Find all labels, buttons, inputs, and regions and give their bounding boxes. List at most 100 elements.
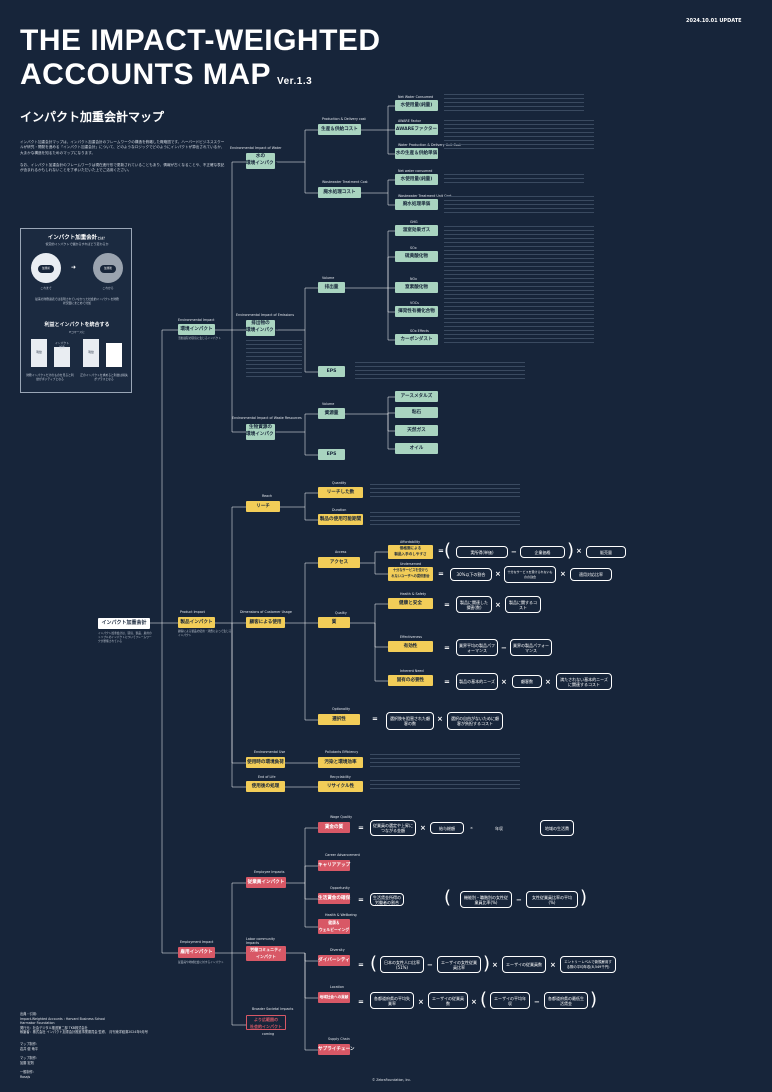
reach-duration-node[interactable]: 製品の使用可能期間 — [318, 514, 363, 525]
formula-box: 製品に関連した損害(数) — [456, 596, 492, 613]
oil-node[interactable]: オイル — [395, 443, 438, 454]
resource-volume-node[interactable]: 資源量 — [318, 408, 345, 419]
footer-design: マップ制作：加藤 宏則 — [20, 1056, 40, 1065]
wastewater-cost-node[interactable]: 廃水処理コスト — [318, 187, 361, 198]
nox-node[interactable]: 窒素酸化物 — [395, 282, 438, 293]
formula-box: 企業価格 — [520, 546, 565, 558]
wastewater-unit-cost-node[interactable]: 廃水処理単価 — [395, 199, 438, 210]
employment-impact-node[interactable]: 雇用インパクト — [178, 947, 215, 958]
formula-box: 従業員の選定や上昇につながる金額 — [370, 820, 416, 836]
natural-gas-node[interactable]: 天然ガス — [395, 425, 438, 436]
desc-block — [246, 340, 302, 380]
desc-block — [444, 94, 584, 114]
desc-block — [444, 226, 594, 346]
formula-box: 機能別・職階別の女性従業員比率(%) — [460, 891, 512, 908]
after-circle-label: 加重後 — [100, 265, 116, 273]
desc-block — [355, 362, 525, 380]
sox-node[interactable]: 硫黄酸化物 — [395, 251, 438, 262]
earth-metals-node[interactable]: アースメタルズ — [395, 391, 438, 402]
emission-eps-node[interactable]: EPS — [318, 366, 345, 377]
formula-box: エーザイの従業員数 — [428, 992, 468, 1009]
root-desc: インパクト加重会計は、環境、製品、雇用のトリプルのインパクトについてフレームワー… — [98, 631, 152, 643]
desc-block — [370, 484, 520, 500]
underserved-node[interactable]: 十分なサービスを受けら れないユーザへの提供割合 — [388, 567, 433, 581]
env-use-node[interactable]: 使用時の環境負荷 — [246, 757, 285, 768]
reach-quantity-node[interactable]: リーチした数 — [318, 487, 363, 498]
formula-box: エーザイの平均年収 — [490, 992, 530, 1009]
emissions-impact-node[interactable]: 排出物の 環境インパクト — [246, 320, 278, 336]
health-safety-node[interactable]: 健康と安全 — [388, 598, 433, 609]
desc-block — [444, 196, 594, 216]
living-wage-node[interactable]: 生活賃金の確保 — [318, 893, 350, 904]
local-community-node[interactable]: 地域社会への貢献 — [318, 992, 350, 1003]
concept-head-sub: Eコマースに — [69, 330, 85, 334]
formula-box: 業界平均の製品パフォーマンス — [456, 639, 498, 656]
arrow-right-icon: ➜ — [71, 264, 77, 271]
ghg-node[interactable]: 温室効果ガス — [395, 225, 438, 236]
concept-head: 利益とインパクトを統合する — [44, 322, 110, 328]
carbon-dust-node[interactable]: カーボンダスト — [395, 334, 438, 345]
product-impact-node[interactable]: 製品インパクト — [178, 617, 215, 628]
inherent-need-node[interactable]: 固有の必要性 — [388, 675, 433, 686]
profit-bar-left-2 — [54, 347, 70, 367]
profit-bar-right — [83, 339, 99, 367]
water-production-cost-node[interactable]: 生産＆供給コスト — [318, 124, 361, 135]
page-subtitle: インパクト加重会計マップ — [20, 110, 165, 124]
labor-community-node[interactable]: 労働コミュニティ インパクト — [246, 946, 286, 961]
formula-box: エーザイの女性従業員比率 — [437, 956, 481, 973]
env-impact-node[interactable]: 環境インパクト — [178, 324, 215, 335]
pollution-efficiency-node[interactable]: 汚染と環境効率 — [318, 757, 363, 768]
formula-box: 地域の生活費 — [540, 820, 574, 836]
formula-box: 年収 — [495, 825, 503, 831]
net-water-node[interactable]: 水使用量(純量) — [395, 100, 438, 111]
root-node[interactable]: インパクト加重会計 — [98, 618, 150, 629]
formula-box: 30%以下の割合 — [450, 568, 492, 581]
formula-box: 実所得(単価) — [456, 546, 508, 558]
diversity-node[interactable]: ダイバーシティ — [318, 955, 350, 966]
customer-usage-node[interactable]: 顧客による使用 — [246, 617, 285, 628]
formula-box: 満たされない基本的ニーズに関連するコスト — [556, 673, 612, 690]
formula-box: 選択肢を阻害された顧客の数 — [386, 712, 434, 730]
after-caption: これから — [102, 286, 114, 290]
aware-factor-node[interactable]: AWAREファクター — [395, 124, 438, 135]
affordability-node[interactable]: 価格面による 製品入手のしやすさ — [388, 545, 433, 559]
access-node[interactable]: アクセス — [318, 557, 360, 568]
resources-impact-node[interactable]: 生物資源の 環境インパクト — [246, 424, 278, 440]
resource-eps-node[interactable]: EPS — [318, 449, 345, 460]
vocs-node[interactable]: 揮発性有機化合物 — [395, 306, 438, 317]
after-bottom-note: 正のインパクトを求めると利益は損失がプラスとなる — [80, 373, 128, 381]
desc-block — [370, 512, 520, 526]
quality-node[interactable]: 質 — [318, 617, 350, 628]
profit-bar-left — [31, 339, 47, 367]
career-advancement-node[interactable]: キャリアアップ — [318, 860, 350, 871]
formula-box: 顧客数 — [512, 675, 542, 688]
desc-block — [444, 120, 594, 150]
water-impact-node[interactable]: 水の 環境インパクト — [246, 153, 278, 169]
end-of-life-node[interactable]: 使用後の処理 — [246, 781, 285, 792]
recyclability-node[interactable]: リサイクル性 — [318, 781, 363, 792]
emission-volume-node[interactable]: 排出量 — [318, 282, 345, 293]
update-date: 2024.10.01 UPDATE — [686, 18, 742, 24]
wage-quality-node[interactable]: 賃金の質 — [318, 822, 350, 833]
formula-box: 各都道府県の平均失業率 — [370, 992, 414, 1009]
formula-box: 販売量 — [586, 546, 626, 558]
concept-title: インパクト加重会計とは？ — [47, 235, 107, 241]
water-unit-cost-node[interactable]: 水の生産＆供給単価 — [395, 148, 438, 159]
concept-panel: インパクト加重会計とは？ 仮定的インパクトで儲かるすればどう変わるか 加重前 ➜… — [20, 228, 132, 393]
before-bottom-note: 財務インパクトだけのものを見ると利益がポジティブとなる — [26, 373, 74, 381]
effectiveness-node[interactable]: 有効性 — [388, 641, 433, 652]
employee-impact-node[interactable]: 従業員インパクト — [246, 877, 286, 888]
reach-node[interactable]: リーチ — [246, 501, 280, 512]
footer-publisher: 一般制作：Rosajs — [20, 1070, 36, 1079]
health-wellbeing-node[interactable]: 健康＆ ウェルビーイング — [318, 919, 350, 934]
supply-chain-node[interactable]: サプライチェーン — [318, 1044, 355, 1055]
formula-box: 適用対応比率 — [570, 568, 612, 581]
broader-societal-node[interactable]: より広範囲の 社会的インパクト — [246, 1015, 286, 1030]
net-water-2-node[interactable]: 水使用量(純量) — [395, 174, 438, 185]
clay-node[interactable]: 粘石 — [395, 407, 438, 418]
desc-block — [444, 174, 584, 186]
optionality-node[interactable]: 選択性 — [318, 714, 360, 725]
impact-bar-right — [106, 343, 122, 367]
